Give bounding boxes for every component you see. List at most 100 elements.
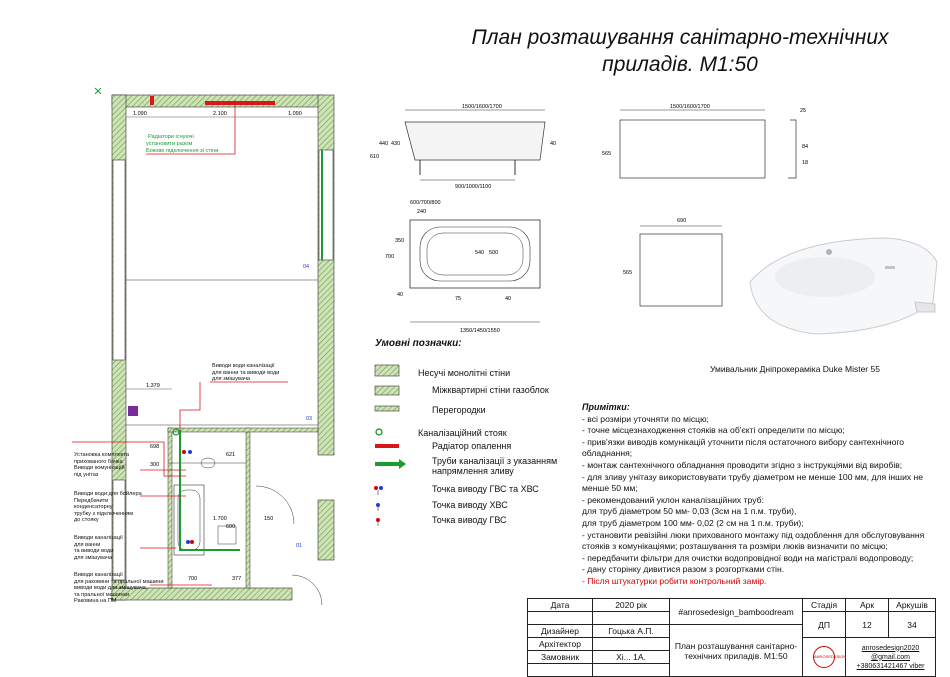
wall-right-low xyxy=(317,499,335,561)
legend-label: Точка виводу ГВС xyxy=(432,515,507,525)
svg-text:установити разом: установити разом xyxy=(146,141,192,147)
legend-label: Радіатор опалення xyxy=(432,441,512,451)
sink-caption: Умивальник Дніпрокераміка Duke Mister 55 xyxy=(710,364,880,374)
stamp-sheet-label: Арк xyxy=(845,598,889,612)
bath-height: 610 xyxy=(370,154,379,160)
partition xyxy=(245,427,251,589)
legend-pipe xyxy=(375,459,406,469)
plan-dim: 621 xyxy=(226,452,235,458)
bath-top-dim: 350 xyxy=(395,238,404,244)
note-line: для труб діаметром 100 мм- 0,02 (2 см на… xyxy=(582,517,804,528)
bath-front-width: 1500/1600/1700 xyxy=(462,104,502,110)
note-line: для труб діаметром 50 мм- 0,03 (3см на 1… xyxy=(582,506,797,517)
title-line-1: План розташування санітарно-технічних xyxy=(471,26,889,49)
bath-leg-dim: 900/1000/1100 xyxy=(455,184,491,190)
bath-length: 1350/1450/1550 xyxy=(460,328,500,334)
stamp-stage-label: Стадія xyxy=(802,598,846,612)
plan-dim: 300 xyxy=(150,462,159,468)
stamp-sheets-value: 34 xyxy=(888,611,936,638)
bath xyxy=(173,484,205,556)
legend-label: Каналізаційний стояк xyxy=(418,428,507,438)
bath-top-dim: 40 xyxy=(505,296,511,302)
floor-plan: 1.090 2.100 1.090 Радіатори існуючі уста… xyxy=(72,87,335,606)
legend-title: Умовні позначки: xyxy=(375,338,462,349)
legend-label: Міжквартирні стіни газоблок xyxy=(432,385,549,395)
page-title: План розташування санітарно-технічних пр… xyxy=(420,24,940,78)
note-line: - точне місцезнаходження стояків на об'є… xyxy=(582,425,845,436)
callout-sink-wm: Виводи каналізації для раковини та праль… xyxy=(74,572,164,605)
wall-bottom xyxy=(111,587,293,601)
logo-icon: ANROSEDESIGN xyxy=(813,646,846,668)
bath-top-dim: 540 xyxy=(475,250,484,256)
window-left-low xyxy=(112,479,126,581)
note-line: - прив'язки виводів комунікацій уточнити… xyxy=(582,436,905,459)
plan-dim: 700 xyxy=(188,576,197,582)
plan-dim: 1.090 xyxy=(288,111,302,117)
plan-dim: 1.700 xyxy=(213,516,227,522)
toilet xyxy=(200,457,216,469)
bath-height: 430 xyxy=(391,141,400,147)
note-line: - рекомендований уклон каналізаційних тр… xyxy=(582,494,764,505)
partition xyxy=(167,427,173,589)
callout-boiler: Виводи води для бойлера Передбачити конд… xyxy=(74,491,142,524)
stamp-sheet-title: План розташування санітарно-технічних пр… xyxy=(669,624,803,677)
bath-top-dim: 40 xyxy=(397,292,403,298)
notes-block: Примітки: - всі розміри уточняти по місц… xyxy=(582,402,942,588)
stamp-designer-label: Дизайнер xyxy=(527,624,593,638)
stamp-sheets-label: Аркушів xyxy=(888,598,936,612)
bath-top-dim: 75 xyxy=(455,296,461,302)
svg-text:Бокове підключення зі стіни: Бокове підключення зі стіни xyxy=(146,148,218,154)
legend-label: Несучі монолітні стіни xyxy=(418,368,511,378)
origin-mark xyxy=(94,87,102,95)
radiator-note-line: Радіатори існуючі xyxy=(148,134,194,140)
note-line: - всі розміри уточняти по місцю; xyxy=(582,413,709,424)
plan-dim: 2.100 xyxy=(213,111,227,117)
title-block: Дата 2020 рік #anrosedesign_bamboodream … xyxy=(527,598,936,677)
panel-dim: 84 xyxy=(802,144,808,150)
stamp-phone: +380631421467 viber xyxy=(856,662,925,670)
side-panel-width: 690 xyxy=(677,218,686,224)
plan-dim: 1.379 xyxy=(146,383,160,389)
radiator-top xyxy=(205,101,275,105)
legend-wall-gasblock xyxy=(374,385,400,396)
note-line: - дану сторінку дивитися разом з розгорт… xyxy=(582,564,785,575)
bath-panel-view: 1500/1600/1700 565 25 84 18 xyxy=(602,104,808,179)
legend-label: Точка виводу ГВС та ХВС xyxy=(432,484,539,494)
bath-top-dim: 500 xyxy=(489,250,498,256)
plan-dim: 1.090 xyxy=(133,111,147,117)
panel-dim: 25 xyxy=(800,108,806,114)
stamp-stage-value: ДП xyxy=(802,611,846,638)
plan-dim: 150 xyxy=(264,516,273,522)
stamp-customer-value: Xi... 1А. xyxy=(592,650,670,664)
stamp-email: anrosedesign2020 @gmail.com xyxy=(861,644,920,661)
legend-wall-monolith xyxy=(374,364,400,377)
panel-dim: 18 xyxy=(802,160,808,166)
legend-label: Перегородки xyxy=(432,405,486,415)
door-swing xyxy=(255,485,295,525)
riser xyxy=(172,428,180,436)
callout-sewer-bath: Виводи каналізації для ванни та виводи в… xyxy=(74,535,123,561)
legend-label: Труби каналізації з указанням напрямленн… xyxy=(432,456,558,476)
room-number: 04 xyxy=(303,264,309,270)
note-line: - установити ревізійні люки прихованого … xyxy=(582,529,925,552)
bath-top-dim: 240 xyxy=(417,209,426,215)
room-number: 01 xyxy=(296,543,302,549)
stamp-sheet-value: 12 xyxy=(845,611,889,638)
room-number: 03 xyxy=(306,416,312,422)
legend-hot xyxy=(376,518,380,526)
radiator-note: Радіатори існуючі установити разом Боков… xyxy=(146,100,236,155)
plan-dim: 377 xyxy=(232,576,241,582)
callout-drains-bath: Виводи води каналізації для ванни та вив… xyxy=(212,363,280,383)
stamp-date-label: Дата xyxy=(527,598,593,612)
plan-dim: 698 xyxy=(150,444,159,450)
note-line: - для зливу унітазу використовувати труб… xyxy=(582,471,924,494)
wall-right xyxy=(317,94,335,456)
notes-title: Примітки: xyxy=(582,402,630,412)
sink xyxy=(217,525,237,545)
panel-width: 1500/1600/1700 xyxy=(670,104,710,110)
bath-top-dim: 600/700/800 xyxy=(410,200,441,206)
panel-height: 565 xyxy=(602,151,611,157)
legend-radiator xyxy=(375,444,399,448)
side-panel-height: 565 xyxy=(623,270,632,276)
bath-top-view: 600/700/800 240 350 700 540 500 40 75 40… xyxy=(385,200,541,334)
